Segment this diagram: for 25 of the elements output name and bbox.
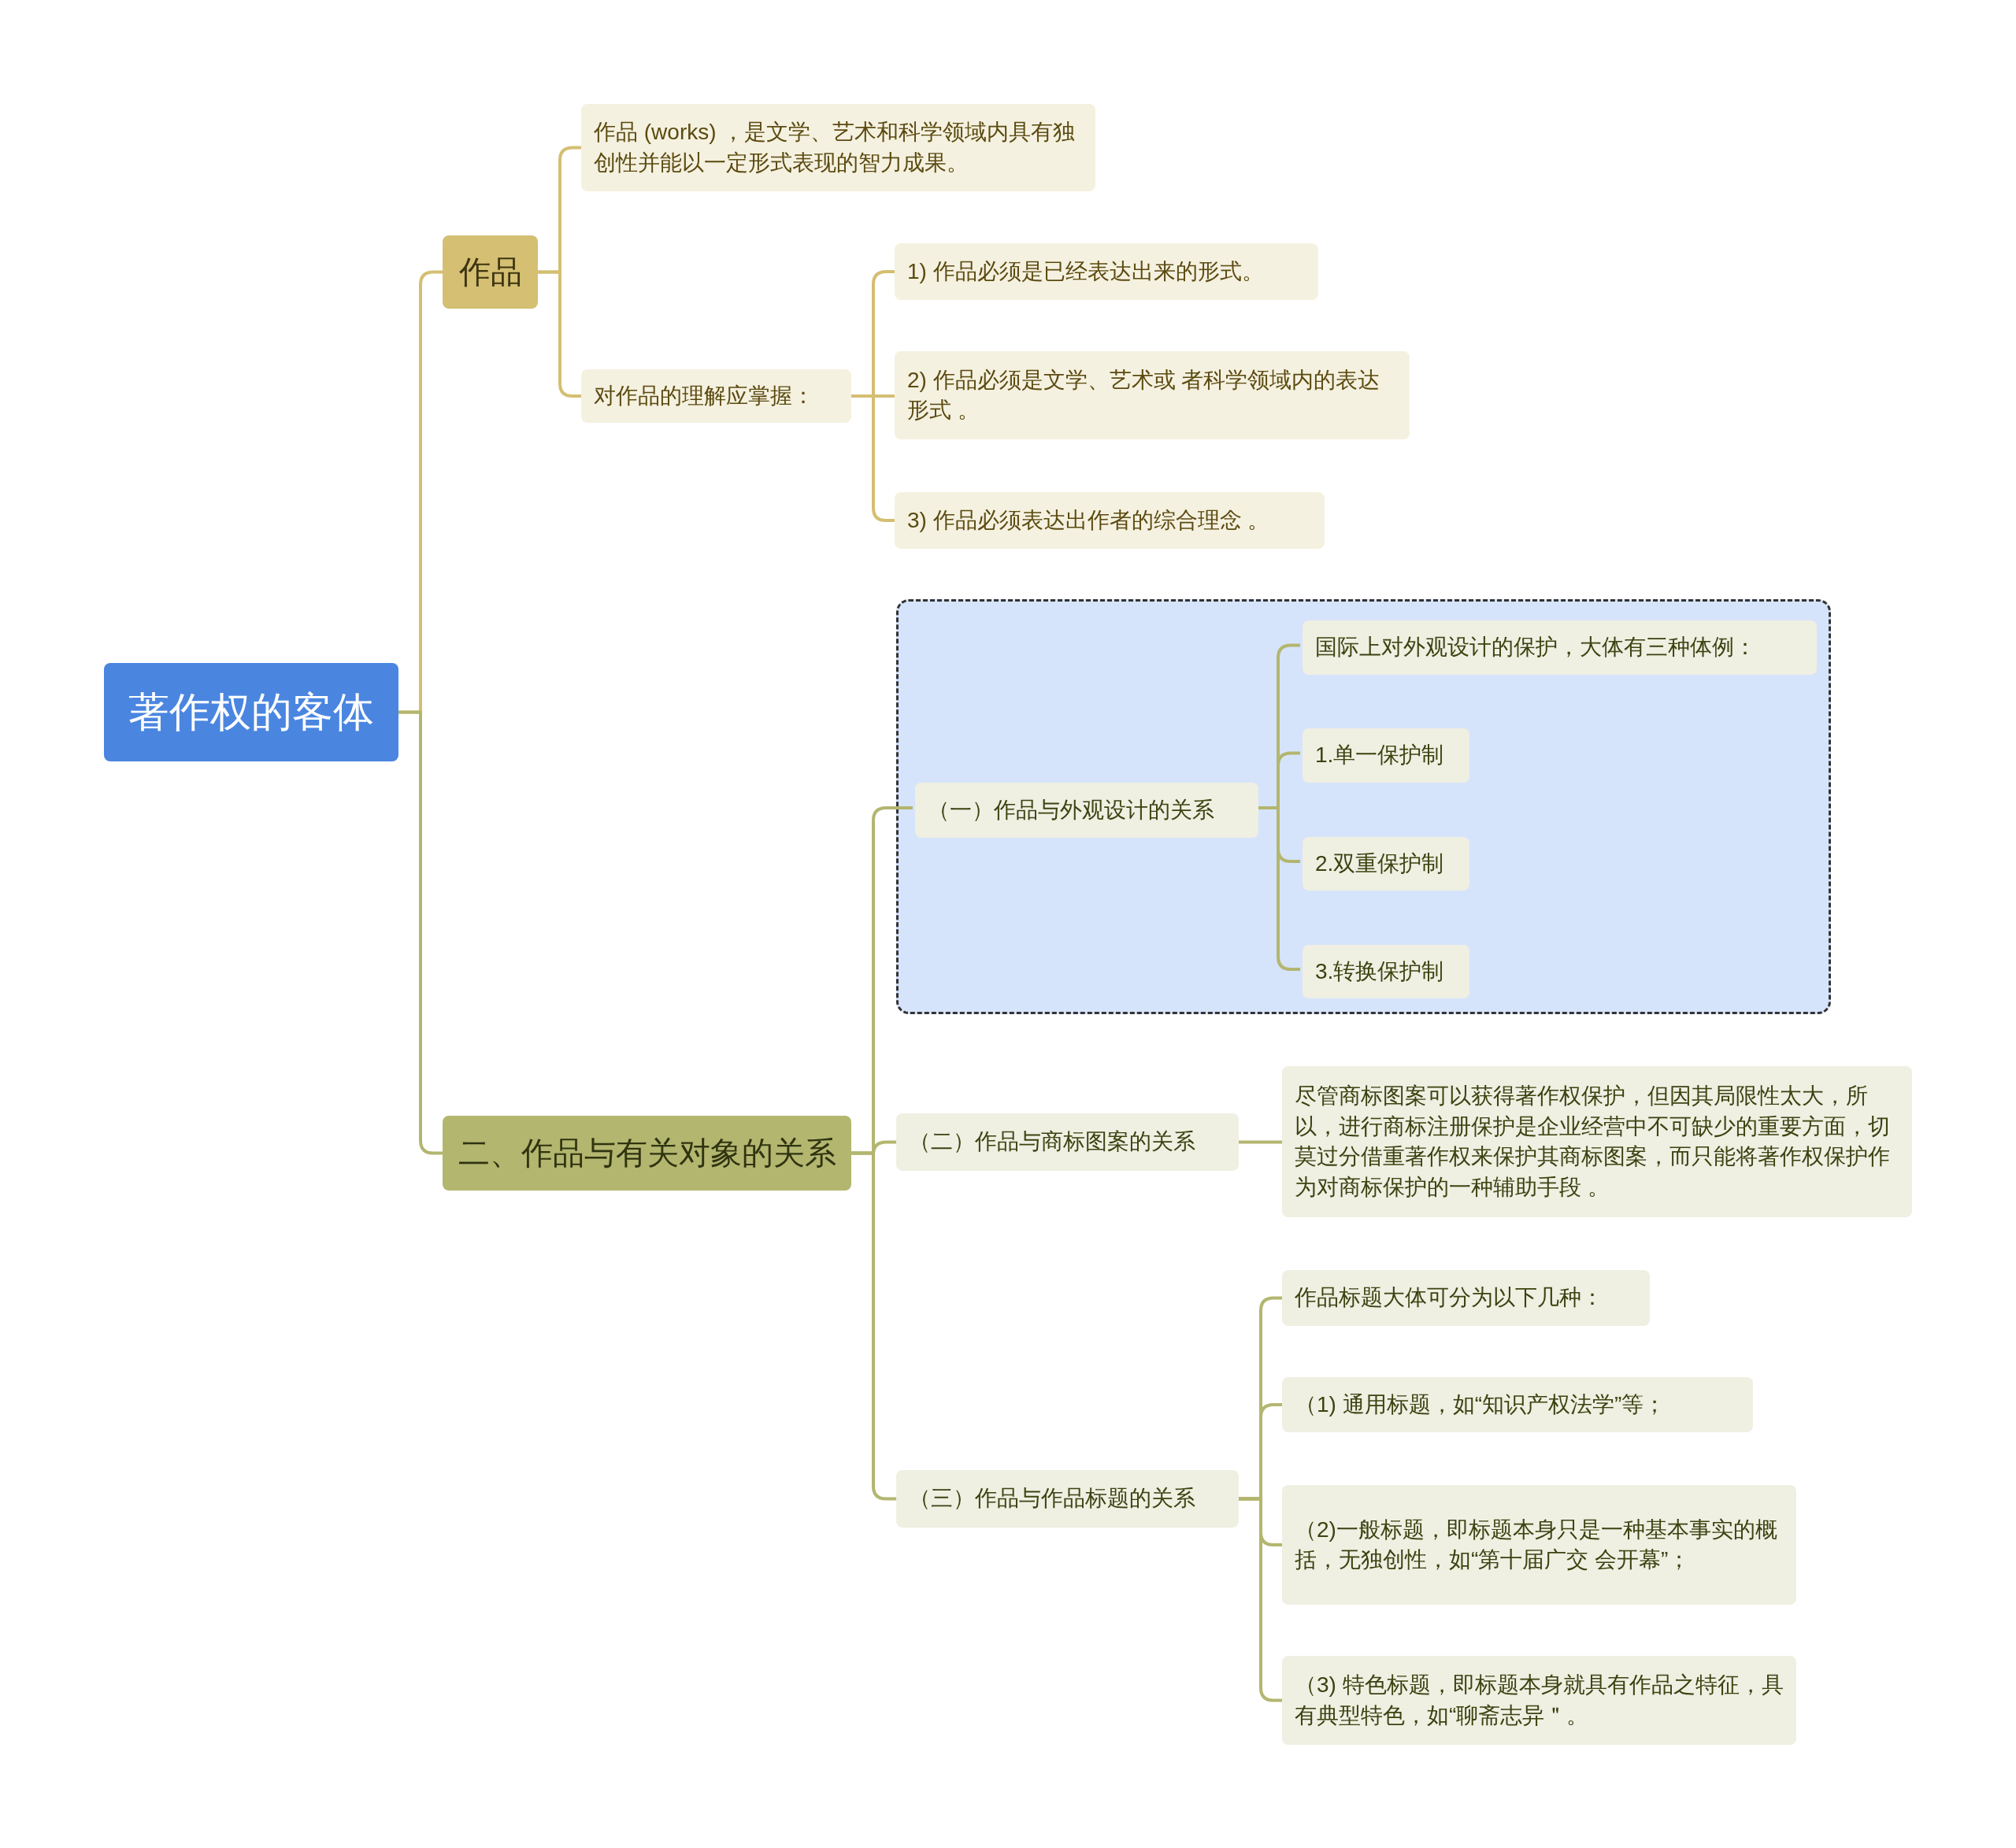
leaf-topic: 2.双重保护制 [1303, 837, 1469, 891]
leaf-topic: 作品 (works) ，是文学、艺术和科学领域内具有独创性并能以一定形式表现的智力成果。 [581, 104, 1095, 191]
leaf-topic: 对作品的理解应掌握： [581, 369, 851, 423]
subtopic: （三）作品与作品标题的关系 [896, 1470, 1239, 1528]
subtopic: （二）作品与商标图案的关系 [896, 1113, 1239, 1171]
connector [1239, 1140, 1282, 1144]
leaf-topic: （2)一般标题，即标题本身只是一种基本事实的概括，无独创性，如“第十届广交 会开幕”； [1282, 1485, 1796, 1605]
leaf-topic: 作品标题大体可分为以下几种： [1282, 1270, 1650, 1326]
connector [851, 394, 895, 522]
connector [538, 270, 581, 398]
leaf-topic: 国际上对外观设计的保护，大体有三种体例： [1303, 620, 1817, 675]
subtopic: （一）作品与外观设计的关系 [915, 783, 1258, 838]
group-frame [896, 599, 1831, 1014]
leaf-topic: 3.转换保护制 [1303, 945, 1469, 998]
main-topic: 作品 [443, 235, 538, 309]
leaf-topic: （1) 通用标题，如“知识产权法学”等； [1282, 1377, 1753, 1432]
connector [1239, 1497, 1282, 1702]
leaf-topic: 尽管商标图案可以获得著作权保护，但因其局限性太大，所以，进行商标注册保护是企业经营中不可缺少的重要方面，切莫过分借重著作权来保护其商标图案，而只能将著作权保护作为对商标保护的一种辅助手段 。 [1282, 1066, 1912, 1217]
leaf-topic: 1.单一保护制 [1303, 728, 1469, 783]
leaf-topic: 2) 作品必须是文学、艺术或 者科学领域内的表达形式 。 [895, 351, 1410, 439]
main-topic: 二、作品与有关对象的关系 [443, 1116, 851, 1191]
root-topic: 著作权的客体 [104, 663, 398, 761]
leaf-topic: （3) 特色标题，即标题本身就具有作品之特征，具有典型特色，如“聊斋志异＂。 [1282, 1656, 1796, 1745]
leaf-topic: 1) 作品必须是已经表达出来的形式。 [895, 243, 1318, 300]
leaf-topic: 3) 作品必须表达出作者的综合理念 。 [895, 492, 1325, 549]
